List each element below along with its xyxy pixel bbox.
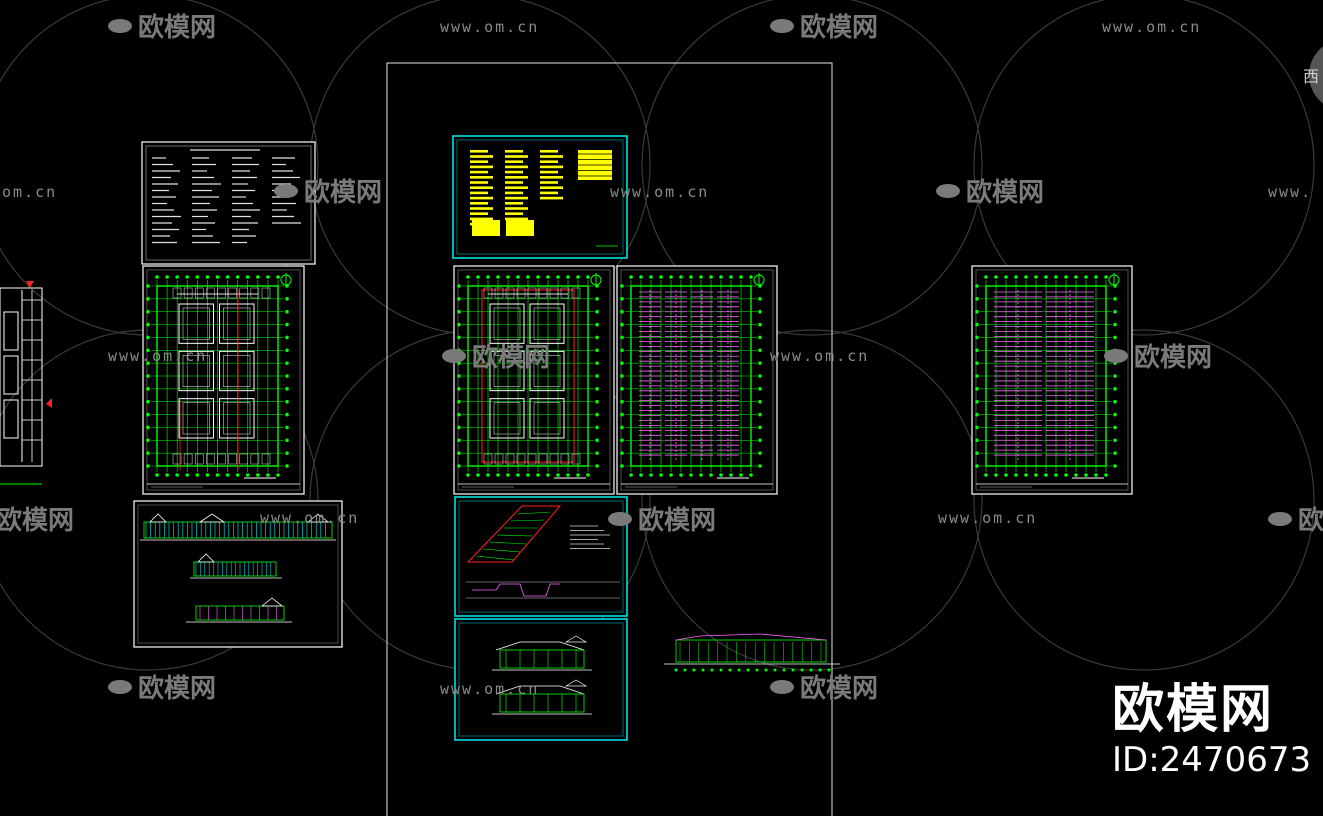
brand-name: 欧模网 bbox=[1112, 680, 1275, 740]
sheet-floor-plan-3[interactable] bbox=[616, 265, 778, 495]
sheet-detail[interactable] bbox=[454, 496, 628, 617]
sheet-sections[interactable] bbox=[454, 618, 628, 741]
sofa-logo-icon bbox=[1268, 512, 1292, 526]
sheet-general-notes[interactable] bbox=[452, 135, 628, 259]
sheet-floor-plan-1[interactable] bbox=[142, 265, 305, 495]
edge-text: 西 bbox=[1303, 67, 1320, 86]
partial-plan-left[interactable] bbox=[0, 281, 52, 485]
watermark-layer: 欧模网欧模网欧模网欧模网欧模网欧模网欧模网欧模网欧模网欧模网欧模网www.om.… bbox=[0, 12, 1323, 704]
watermark-brand: 欧模网 bbox=[0, 505, 74, 536]
loose-elevation-drawing[interactable] bbox=[664, 633, 840, 672]
sofa-logo-icon bbox=[1104, 349, 1128, 363]
watermark-url: www.om.cn bbox=[770, 347, 869, 365]
watermark-url: www.om.cn bbox=[108, 347, 207, 365]
brand-id: ID:2470673 bbox=[1112, 740, 1312, 780]
sheet-floor-plan-2[interactable] bbox=[453, 265, 615, 495]
watermark-brand: 欧模网 bbox=[966, 177, 1044, 208]
watermark-url: www.om.cn bbox=[440, 18, 539, 36]
sheet-elevations-1[interactable] bbox=[133, 500, 343, 648]
watermark-url: www.om.cn bbox=[1102, 18, 1201, 36]
brand-watermark: 欧模网 ID:2470673 bbox=[1112, 680, 1311, 778]
sofa-logo-icon bbox=[108, 19, 132, 33]
watermark-brand: 欧模网 bbox=[304, 177, 382, 208]
sheet-design-notes[interactable] bbox=[141, 141, 316, 265]
edge-badge bbox=[1309, 46, 1323, 104]
watermark-brand: 欧模网 bbox=[800, 673, 878, 704]
watermark-url: www.om.cn bbox=[610, 183, 709, 201]
sofa-logo-icon bbox=[442, 349, 466, 363]
sofa-logo-icon bbox=[108, 680, 132, 694]
sofa-logo-icon bbox=[936, 184, 960, 198]
watermark-url-fragment: om.cn bbox=[2, 183, 57, 201]
watermark-brand: 欧模网 bbox=[472, 342, 550, 373]
watermark-brand: 欧模网 bbox=[138, 12, 216, 43]
watermark-brand: 欧模网 bbox=[138, 673, 216, 704]
watermark-brand: 欧模网 bbox=[1134, 342, 1212, 373]
sofa-logo-icon bbox=[770, 19, 794, 33]
sofa-logo-icon bbox=[770, 680, 794, 694]
watermark-brand: 欧模网 bbox=[1298, 505, 1323, 536]
sofa-logo-icon bbox=[608, 512, 632, 526]
watermark-url: www.om.cn bbox=[938, 509, 1037, 527]
watermark-url-fragment: www. bbox=[1268, 183, 1312, 201]
sheet-floor-plan-4[interactable] bbox=[971, 265, 1133, 495]
watermark-url: www.om.cn bbox=[440, 680, 539, 698]
sofa-logo-icon bbox=[274, 184, 298, 198]
layout-frame[interactable] bbox=[386, 62, 833, 816]
watermark-url: www.om.cn bbox=[260, 509, 359, 527]
watermark-brand: 欧模网 bbox=[800, 12, 878, 43]
watermark-brand: 欧模网 bbox=[638, 505, 716, 536]
